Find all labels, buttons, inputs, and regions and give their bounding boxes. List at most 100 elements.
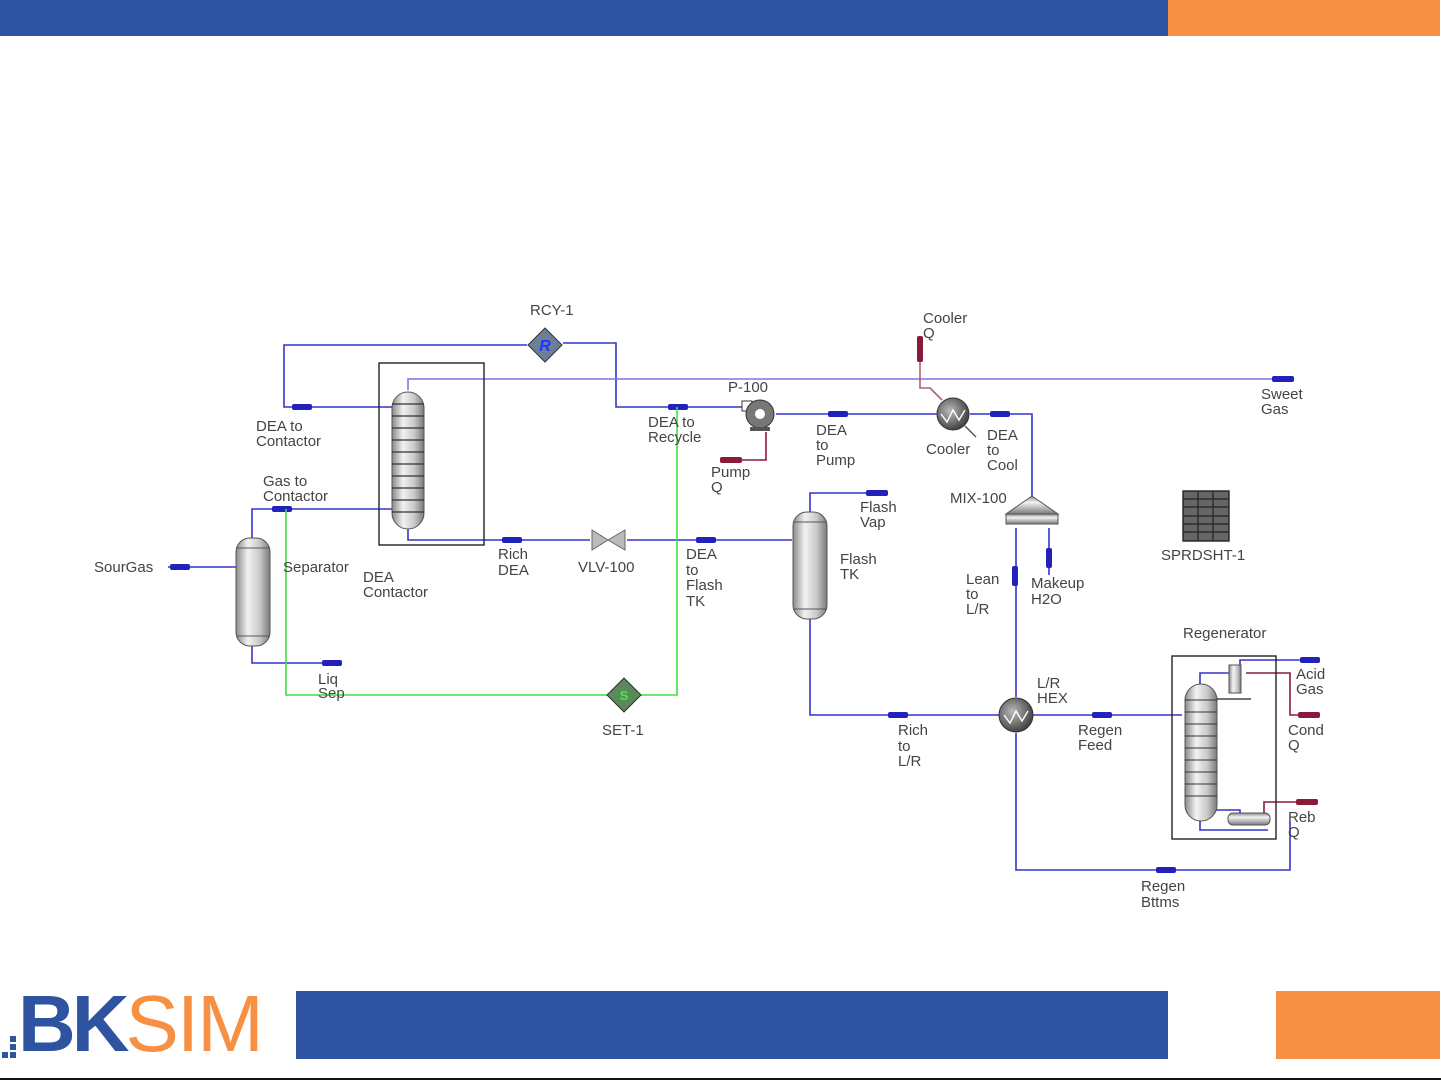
- stream-flash-vap[interactable]: [809, 492, 888, 514]
- marker-lean-to-lr: [1012, 566, 1018, 586]
- label-contactor-2: Contactor: [363, 584, 428, 601]
- marker-rich-dea: [502, 537, 522, 543]
- label-sour-gas: SourGas: [94, 559, 153, 576]
- label-acid-gas-2: Gas: [1296, 681, 1324, 698]
- label-lr-hex-1: L/R: [1037, 675, 1061, 692]
- label-regen-feed-1: Regen: [1078, 722, 1122, 739]
- label-dea-to-flash-3: Flash: [686, 577, 723, 594]
- marker-dea-to-contactor: [292, 404, 312, 410]
- stream-pump-q[interactable]: [720, 432, 767, 461]
- marker-regen-feed: [1092, 712, 1112, 718]
- label-vlv-100: VLV-100: [578, 559, 634, 576]
- stream-markers: [170, 376, 1320, 873]
- label-contactor-1: DEA: [363, 569, 394, 586]
- stream-acid-gas[interactable]: [1239, 659, 1320, 666]
- label-gas-to-contactor-1: Gas to: [263, 473, 307, 490]
- regenerator-box[interactable]: [1171, 655, 1277, 840]
- energy-markers: [720, 336, 1320, 805]
- label-flash-vap-2: Vap: [860, 514, 886, 531]
- stream-overhead: [1199, 672, 1236, 686]
- label-pump-q-2: Q: [711, 479, 723, 496]
- logo-pixel-icon: [0, 994, 18, 1064]
- stream-gas-to-contactor[interactable]: [251, 508, 392, 540]
- stream-recycle-in[interactable]: [563, 342, 617, 345]
- logo-text-bk: BK: [18, 979, 130, 1068]
- label-flash-tk-1: Flash: [840, 551, 877, 568]
- label-mix-100: MIX-100: [950, 490, 1007, 507]
- label-regen-bttms-2: Bttms: [1141, 894, 1179, 911]
- marker-flash-vap: [866, 490, 888, 496]
- set-operation-set-1[interactable]: S: [606, 677, 642, 713]
- contactor-box[interactable]: [378, 362, 485, 546]
- label-dea-to-flash-2: to: [686, 562, 699, 579]
- set-letter: S: [620, 688, 629, 703]
- label-dea-to-recycle-1: DEA to: [648, 414, 695, 431]
- label-regen-bttms-1: Regen: [1141, 878, 1185, 895]
- stream-dea-to-contactor[interactable]: [283, 344, 527, 408]
- label-rich-to-lr-3: L/R: [898, 753, 922, 770]
- marker-cond-q: [1298, 712, 1320, 718]
- label-cond-q-1: Cond: [1288, 722, 1324, 739]
- stream-reb-out: [1199, 818, 1268, 831]
- labels: RCY-1 P-100 Cooler Q Cooler MIX-100 SPRD…: [94, 302, 1325, 911]
- marker-gas-to-contactor: [272, 506, 292, 512]
- label-makeup-h2o-1: Makeup: [1031, 575, 1084, 592]
- marker-dea-to-flash: [696, 537, 716, 543]
- label-regen-feed-2: Feed: [1078, 737, 1112, 754]
- stream-rich-to-lr[interactable]: [809, 618, 999, 716]
- valve-vlv-100[interactable]: [591, 529, 626, 551]
- cooler-exchanger[interactable]: [936, 397, 977, 438]
- label-flash-tk-2: TK: [840, 566, 859, 583]
- stream-liq-sep[interactable]: [251, 645, 340, 664]
- condenser[interactable]: [1228, 664, 1242, 694]
- label-separator: Separator: [283, 559, 349, 576]
- spreadsheet-sprdsht-1[interactable]: [1182, 490, 1230, 542]
- label-cooler-q-2: Q: [923, 325, 935, 342]
- label-rich-to-lr-1: Rich: [898, 722, 928, 739]
- label-dea-to-cool-2: to: [987, 442, 1000, 459]
- stream-rich-dea[interactable]: [407, 527, 590, 541]
- marker-pump-q: [720, 457, 742, 463]
- label-sweet-gas-2: Gas: [1261, 401, 1289, 418]
- bksim-logo: BK SIM: [0, 979, 264, 1068]
- logic-set-to-recycle[interactable]: [640, 407, 678, 696]
- flash-tank[interactable]: [792, 511, 828, 620]
- stream-sweet-gas[interactable]: [407, 378, 1290, 390]
- marker-dea-to-cool: [990, 411, 1010, 417]
- footer-bar-orange: [1276, 991, 1440, 1059]
- lr-heat-exchanger[interactable]: [998, 697, 1034, 733]
- separator-vessel[interactable]: [235, 537, 271, 647]
- mixer-mix-100[interactable]: [1004, 495, 1060, 525]
- label-regenerator: Regenerator: [1183, 625, 1266, 642]
- label-reb-q-1: Reb: [1288, 809, 1316, 826]
- label-acid-gas-1: Acid: [1296, 666, 1325, 683]
- marker-dea-to-recycle: [668, 404, 688, 410]
- label-dea-to-cool-1: DEA: [987, 427, 1018, 444]
- label-lean-to-lr-2: to: [966, 586, 979, 603]
- pump-p-100[interactable]: [741, 399, 775, 431]
- label-cooler: Cooler: [926, 441, 970, 458]
- label-dea-to-flash-1: DEA: [686, 546, 717, 563]
- logic-sep-to-set[interactable]: [285, 509, 608, 696]
- recycle-rcy-1[interactable]: R: [527, 327, 563, 363]
- marker-sour-gas: [170, 564, 190, 570]
- label-dea-to-recycle-2: Recycle: [648, 429, 701, 446]
- stream-regen-bttms[interactable]: [1015, 733, 1291, 871]
- label-rich-dea-1: Rich: [498, 546, 528, 563]
- dea-contactor-column[interactable]: [391, 391, 425, 530]
- marker-rich-to-lr: [888, 712, 908, 718]
- regenerator-column[interactable]: [1184, 664, 1271, 826]
- label-rcy-1: RCY-1: [530, 302, 574, 319]
- label-dea-to-contactor-1: DEA to: [256, 418, 303, 435]
- reboiler[interactable]: [1227, 812, 1271, 826]
- label-sprdsht-1: SPRDSHT-1: [1161, 547, 1245, 564]
- marker-makeup-h2o: [1046, 548, 1052, 568]
- logo-text-sim: SIM: [125, 979, 264, 1068]
- footer-bar-blue: [296, 991, 1168, 1059]
- stream-dea-to-recycle[interactable]: [615, 345, 742, 408]
- label-cooler-q-1: Cooler: [923, 310, 967, 327]
- marker-cooler-q: [917, 336, 923, 362]
- label-dea-to-cool-3: Cool: [987, 457, 1018, 474]
- stream-cooler-q[interactable]: [919, 360, 943, 401]
